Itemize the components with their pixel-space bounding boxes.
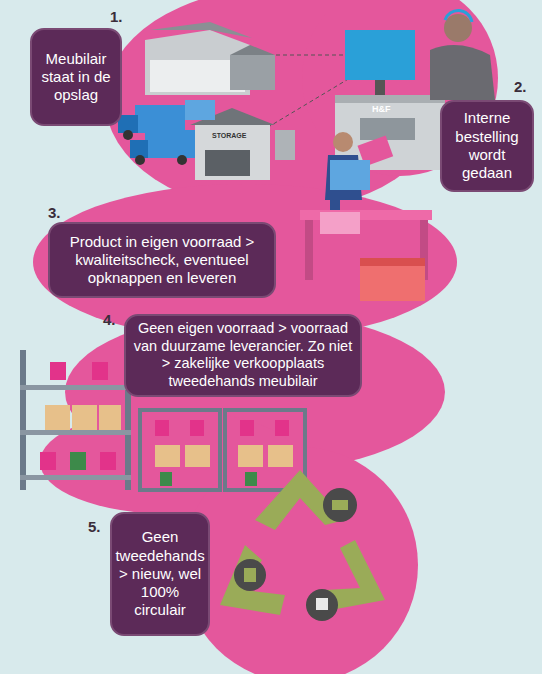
- step-box: Meubilair staat in de opslag: [30, 28, 122, 126]
- step-text: Geen eigen voorraad > voorraad van duurz…: [132, 320, 354, 391]
- illustration-text: STORAGE: [212, 132, 247, 139]
- office-desk-part: [445, 11, 472, 22]
- truck: [118, 100, 215, 165]
- chair-icon-part: [40, 452, 56, 470]
- callout-number: 1.: [110, 8, 123, 25]
- truck-part: [135, 155, 145, 165]
- storage-shelf-part: [185, 445, 210, 467]
- warehouse-part: [205, 150, 250, 176]
- chair-icon-part: [240, 420, 254, 436]
- chair-icon-part: [92, 362, 108, 380]
- chair-icon-part: [160, 472, 172, 486]
- warehouse-part: [150, 22, 252, 38]
- chair-icon-part: [70, 452, 86, 470]
- workbench-part: [305, 220, 313, 280]
- pink-blob-part: [105, 0, 445, 212]
- step-box: Product in eigen voorraad > kwaliteitsch…: [48, 222, 276, 298]
- step-box: Geen tweedehands > nieuw, wel 100% circu…: [110, 512, 210, 636]
- storage-shelf-part: [268, 445, 293, 467]
- storage-shelf-part: [72, 405, 97, 430]
- truck-part: [177, 155, 187, 165]
- step-text-group: Geen tweedehands > nieuw, wel 100% circu…: [115, 528, 204, 619]
- step-text: Geen tweedehands > nieuw, wel 100% circu…: [115, 528, 204, 619]
- workbench-part: [360, 265, 425, 301]
- worker-part: [333, 132, 353, 152]
- office-desk-part: [430, 45, 495, 100]
- workbench-part: [320, 212, 360, 234]
- truck-part: [123, 130, 133, 140]
- recycle-icon-part: [234, 559, 266, 591]
- storage-shelf-part: [20, 475, 131, 480]
- truck-part: [145, 130, 195, 158]
- recycle-icon: [234, 488, 357, 621]
- office-desk-part: [360, 118, 415, 140]
- workbench-part: [360, 258, 425, 266]
- warehouse-part: [230, 55, 275, 90]
- workbench-part: [300, 210, 432, 220]
- office-desk-part: [345, 30, 415, 80]
- step-box: Interne bestelling wordt gedaan: [440, 100, 534, 192]
- pink-blob-part: [182, 447, 418, 674]
- worker: [325, 132, 393, 212]
- recycle-icon-part: [244, 568, 256, 582]
- truck-part: [185, 100, 215, 120]
- chair-icon-part: [155, 420, 169, 436]
- recycle-symbol-part: [220, 545, 285, 615]
- office-desk-part: [375, 80, 385, 95]
- recycle-icon-part: [323, 488, 357, 522]
- chair-icon-part: [100, 452, 116, 470]
- workbench-part: [330, 160, 370, 190]
- callout-number: 4.: [103, 311, 116, 328]
- recycle-icon-part: [332, 500, 348, 510]
- storage-shelf-part: [20, 350, 26, 490]
- callout-number: 2.: [514, 78, 527, 95]
- storage-shelf-part: [99, 405, 121, 430]
- illustration-text: H&F: [372, 104, 391, 114]
- recycle-icon-part: [306, 589, 338, 621]
- chair-icon-part: [245, 472, 257, 486]
- step-text: Interne bestelling wordt gedaan: [448, 109, 526, 182]
- step-text: Meubilair staat in de opslag: [38, 50, 114, 105]
- warehouse-part: [195, 125, 270, 180]
- step-text-group: Geen eigen voorraad > voorraad van duurz…: [132, 320, 354, 391]
- recycle-symbol: [220, 470, 385, 615]
- step-text-group: Meubilair staat in de opslag: [38, 50, 114, 105]
- step-box: Geen eigen voorraad > voorraad van duurz…: [124, 314, 362, 397]
- callout-number: 5.: [88, 518, 101, 535]
- warehouse-part: [230, 45, 275, 55]
- step-text-group: Product in eigen voorraad > kwaliteitsch…: [56, 233, 268, 288]
- step-text-group: Interne bestelling wordt gedaan: [448, 109, 526, 182]
- chair-icon-part: [50, 362, 66, 380]
- callout-number: 3.: [48, 204, 61, 221]
- storage-shelf-part: [20, 430, 131, 435]
- office-desk-part: [335, 95, 445, 103]
- truck-part: [135, 105, 185, 133]
- storage-shelf-part: [140, 410, 220, 490]
- storage-shelf-part: [155, 445, 180, 467]
- step-text: Product in eigen voorraad > kwaliteitsch…: [56, 233, 268, 288]
- storage-shelf-part: [45, 405, 70, 430]
- chair-icon-part: [190, 420, 204, 436]
- workbench: [300, 160, 432, 301]
- storage-shelf-part: [20, 385, 131, 390]
- recycle-icon-part: [316, 598, 328, 610]
- warehouse: [145, 22, 295, 180]
- chair-icon-part: [275, 420, 289, 436]
- office-desk-part: [444, 14, 472, 42]
- warehouse-part: [275, 130, 295, 160]
- storage-shelf-part: [238, 445, 263, 467]
